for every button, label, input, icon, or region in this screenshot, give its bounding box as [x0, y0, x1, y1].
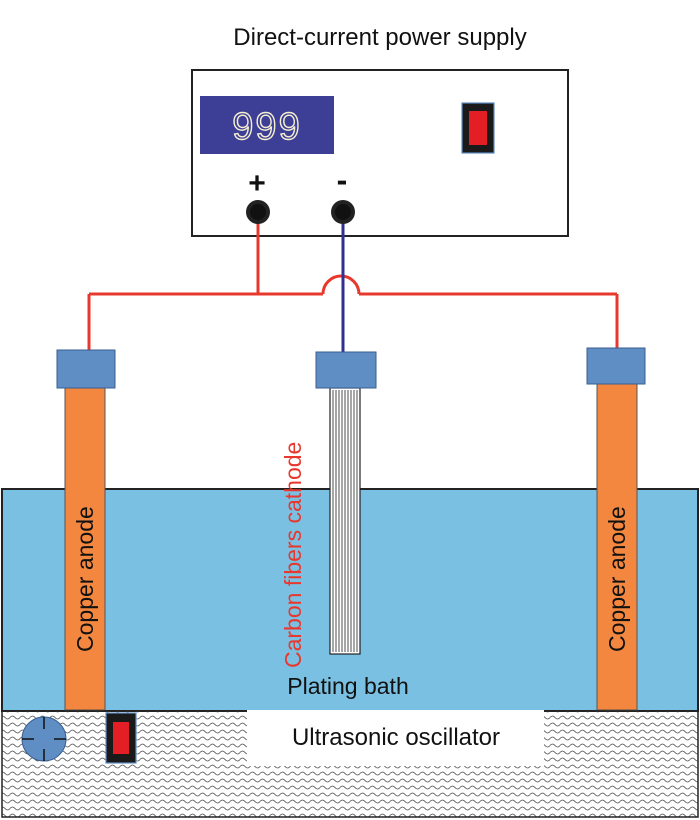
left-copper-anode: [64, 387, 106, 711]
oscillator-dial-icon[interactable]: [21, 716, 67, 762]
right-copper-anode: [596, 383, 638, 711]
display-readout: 999: [232, 106, 301, 148]
power-supply-title: Direct-current power supply: [233, 24, 526, 51]
positive-terminal: [246, 200, 270, 224]
oscillator-label: Ultrasonic oscillator: [292, 724, 500, 751]
right-anode-label: Copper anode: [604, 506, 630, 652]
fiber-lines: [332, 390, 358, 652]
plating-bath-label: Plating bath: [287, 673, 408, 699]
right-anode-clamp: [586, 347, 646, 385]
negative-terminal: [331, 200, 355, 224]
cathode-label-part1: Carbon fibers: [280, 530, 306, 668]
positive-wire: [87, 212, 619, 350]
cathode-label-part2: cathode: [280, 442, 306, 530]
positive-sign: +: [248, 167, 266, 200]
cathode-label: Carbon fibers cathode: [280, 442, 306, 668]
left-anode-clamp: [56, 349, 116, 389]
oscillator-label-bg: [247, 710, 544, 766]
left-anode-label: Copper anode: [72, 506, 98, 652]
oscillator-switch-rocker: [113, 722, 129, 754]
cathode-clamp: [315, 351, 377, 389]
digital-display: [200, 96, 334, 154]
negative-sign: -: [337, 162, 348, 198]
power-switch-rocker: [469, 111, 487, 145]
